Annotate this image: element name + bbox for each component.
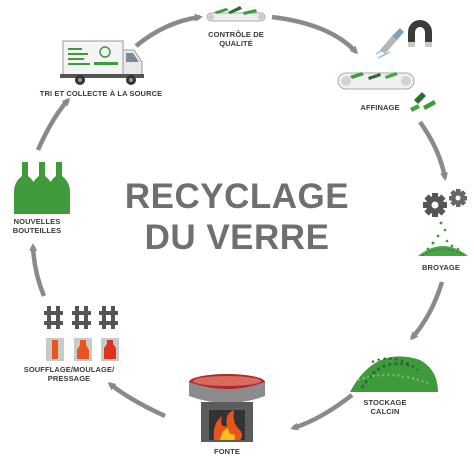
step-label-affinage: AFFINAGE — [360, 103, 400, 112]
arrow-soufflage-to-bouteilles — [29, 243, 47, 297]
glass-mould-icon — [44, 306, 119, 361]
diagram-title-line1: RECYCLAGE — [124, 177, 350, 216]
crushing-gears-icon — [418, 189, 468, 257]
conveyor-belt-icon — [206, 6, 266, 22]
step-label-soufflage: SOUFFLAGE/MOULAGE/ PRESSAGE — [23, 365, 115, 383]
arrow-bouteilles-to-collecte — [35, 97, 70, 151]
step-label-fonte: FONTE — [214, 447, 240, 456]
arrow-controle-to-affinage — [271, 14, 359, 55]
arrow-stockage-to-fonte — [290, 393, 354, 431]
diagram-title-line2: DU VERRE — [144, 218, 330, 257]
arrow-collecte-to-controle — [134, 13, 203, 48]
step-label-broyage: BROYAGE — [422, 263, 460, 272]
delivery-truck-icon — [60, 40, 144, 85]
arrow-broyage-to-stockage — [410, 281, 445, 341]
step-label-bouteilles: NOUVELLES BOUTEILLES — [12, 217, 62, 235]
cycle-arrows — [29, 13, 449, 431]
magnet-sorting-icon — [337, 20, 436, 112]
arrow-affinage-to-broyage — [418, 120, 449, 181]
furnace-icon — [189, 374, 265, 442]
step-label-controle: CONTRÔLE DE QUALITÉ — [208, 30, 264, 48]
arrow-fonte-to-soufflage — [107, 382, 166, 419]
cullet-pile-icon — [350, 356, 438, 392]
step-label-collecte: TRI ET COLLECTE À LA SOURCE — [39, 89, 163, 98]
step-label-stockage: STOCKAGE CALCIN — [363, 398, 407, 416]
green-bottles-icon — [14, 162, 70, 214]
